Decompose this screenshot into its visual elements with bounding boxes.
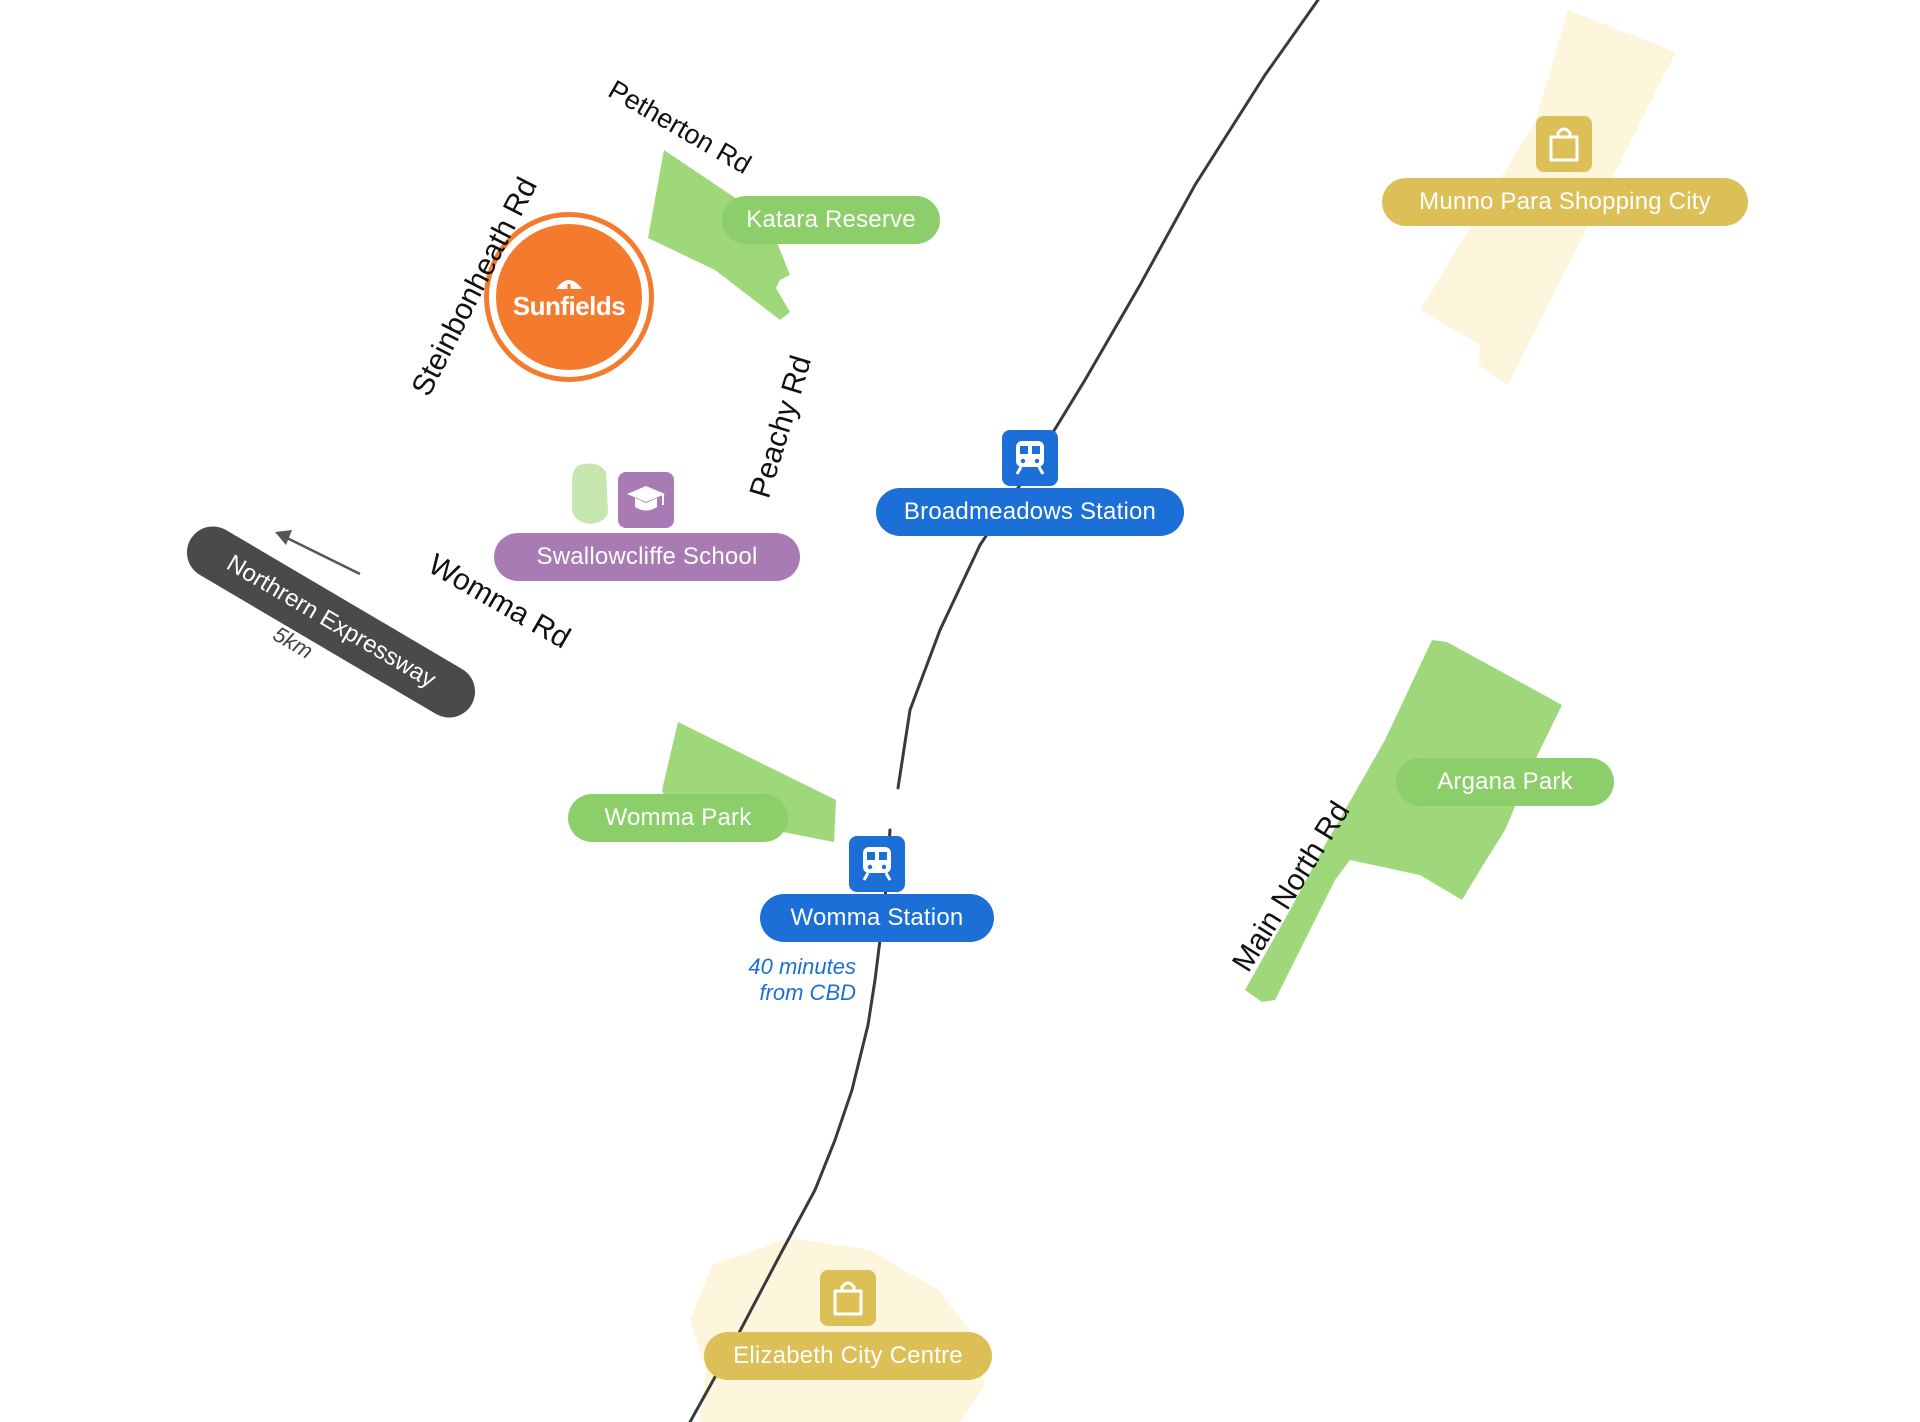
katara-reserve-area xyxy=(648,150,790,320)
railway-line xyxy=(896,0,1320,790)
commute-note: 40 minutes from CBD xyxy=(690,954,856,1006)
sun-icon xyxy=(556,279,582,293)
arrow-icon xyxy=(275,530,361,576)
elizabeth-city-icon-box xyxy=(820,1270,876,1326)
commute-note-line2: from CBD xyxy=(759,980,856,1005)
commute-note-line1: 40 minutes xyxy=(748,954,856,979)
katara-reserve-label[interactable]: Katara Reserve xyxy=(722,196,940,244)
elizabeth-city-area xyxy=(690,1238,985,1422)
munno-para-icon-box xyxy=(1536,116,1592,172)
womma-station-icon-box xyxy=(849,836,905,892)
school-grounds-area xyxy=(572,463,608,524)
school-icon-box xyxy=(618,472,674,528)
womma-station-label[interactable]: Womma Station xyxy=(760,894,994,942)
argana-park-label[interactable]: Argana Park xyxy=(1396,758,1614,806)
munno-para-label[interactable]: Munno Para Shopping City xyxy=(1382,178,1748,226)
graduation-cap-icon xyxy=(627,486,665,511)
womma-park-label[interactable]: Womma Park xyxy=(568,794,788,842)
sunfields-brand-name: Sunfields xyxy=(512,290,626,321)
sunfields-logo[interactable]: Sunfields xyxy=(484,212,654,382)
argana-park-area xyxy=(1245,640,1562,1002)
train-icon xyxy=(862,847,892,881)
train-icon xyxy=(1015,441,1045,475)
sunfields-logo-badge: Sunfields xyxy=(496,224,642,370)
broadmeadows-station-icon-box xyxy=(1002,430,1058,486)
shopping-bag-icon xyxy=(833,1281,863,1316)
shopping-bag-icon xyxy=(1549,127,1579,162)
broadmeadows-station-label[interactable]: Broadmeadows Station xyxy=(876,488,1184,536)
swallowcliffe-school-label[interactable]: Swallowcliffe School xyxy=(494,533,800,581)
elizabeth-city-label[interactable]: Elizabeth City Centre xyxy=(704,1332,992,1380)
